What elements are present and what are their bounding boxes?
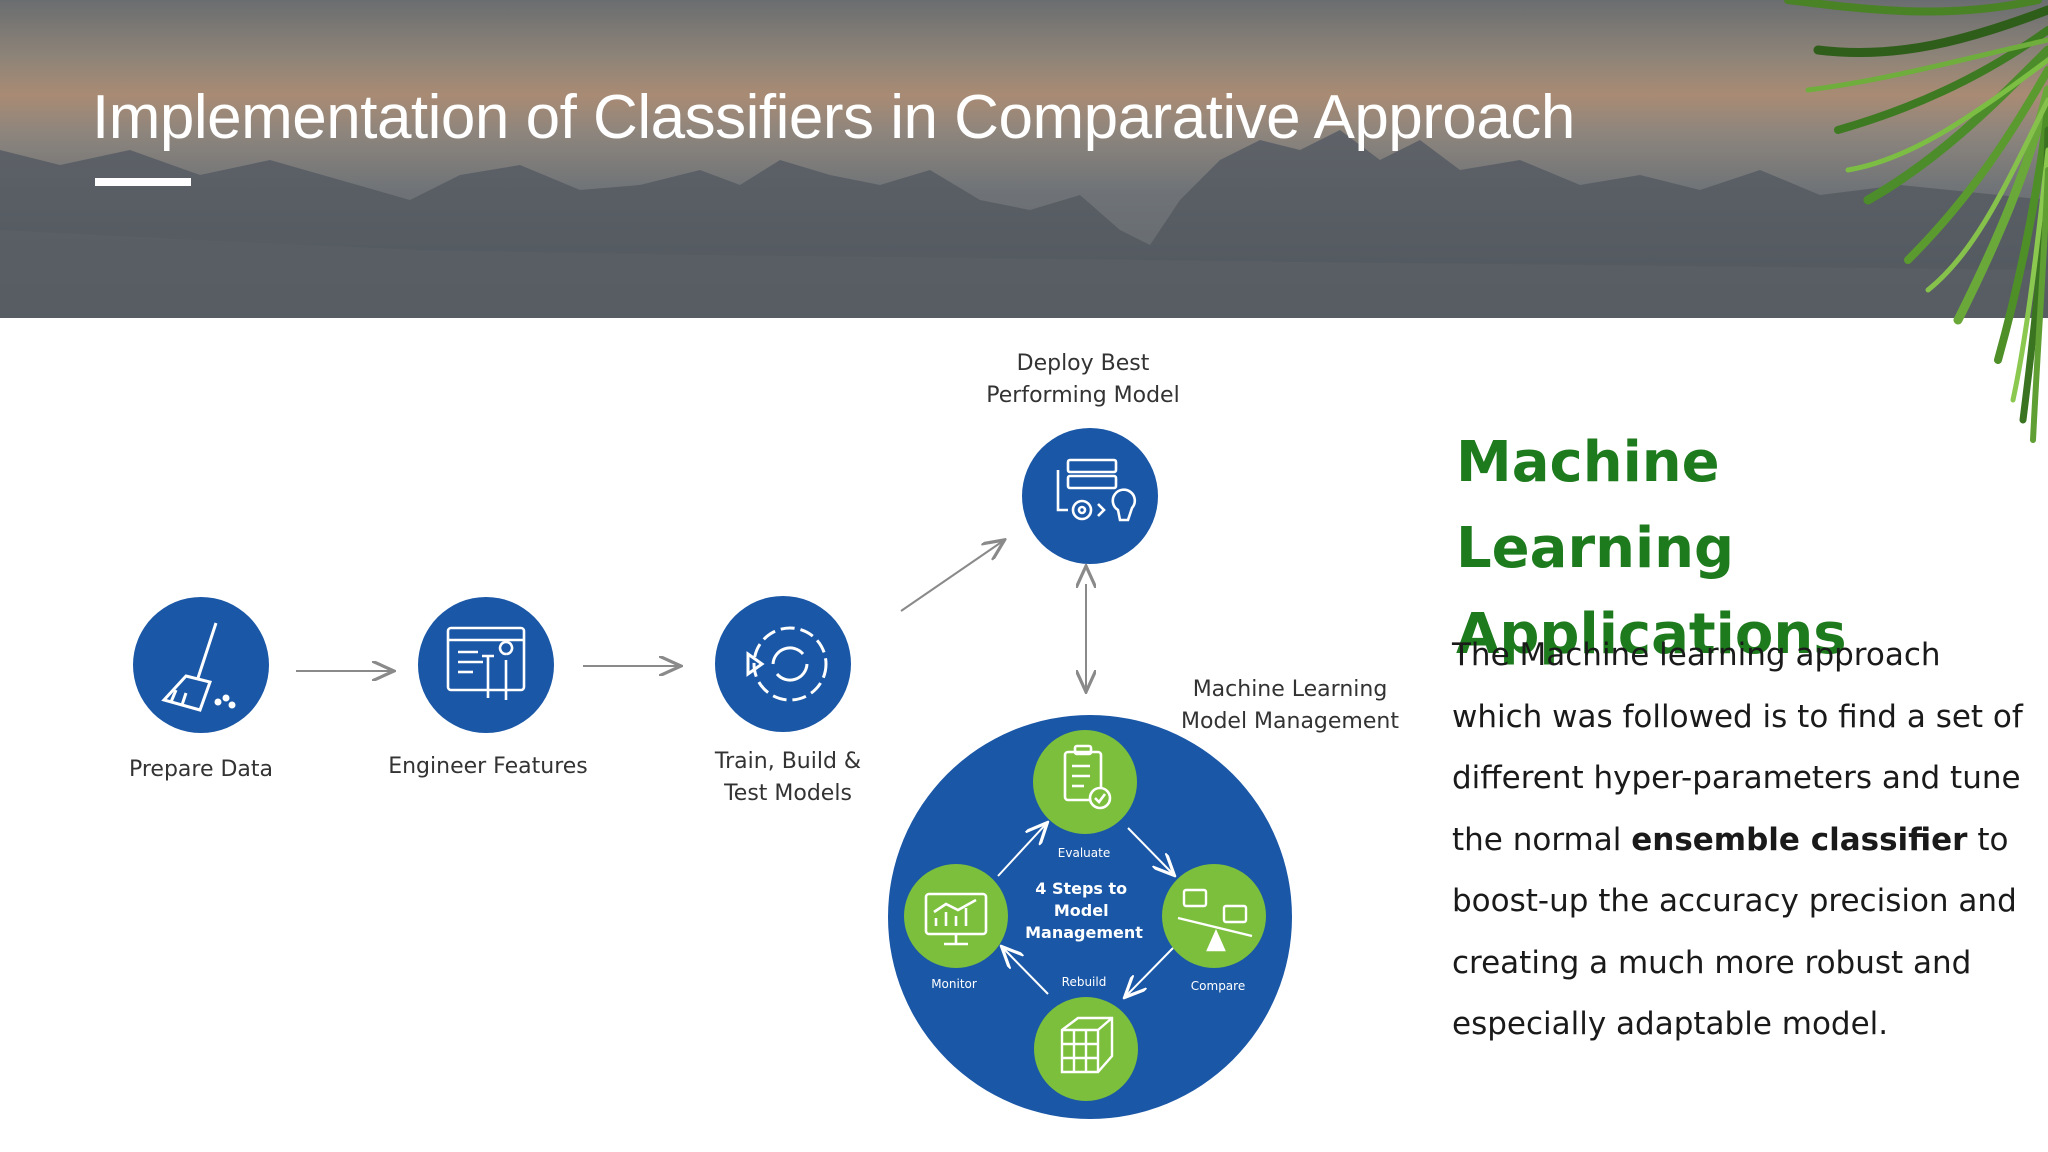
center-text-line2: Model: [1054, 901, 1109, 920]
management-center-text: 4 Steps to Model Management: [1025, 879, 1143, 942]
monitor-node: [904, 864, 1008, 968]
ml-workflow-diagram: Evaluate Compare Rebuild Monitor 4 Steps…: [78, 338, 1413, 1138]
label-deploy-line1: Deploy Best: [1016, 351, 1150, 376]
label-model-management: Machine Learning Model Management: [1170, 674, 1410, 738]
center-text-line1: 4 Steps to: [1035, 879, 1127, 898]
broom-icon: [161, 622, 236, 712]
cycle-label-evaluate: Evaluate: [1058, 846, 1110, 860]
deploy-server-icon: [1056, 458, 1137, 522]
label-train-models: Train, Build & Test Models: [683, 746, 893, 810]
side-heading-line2: Applications: [1456, 602, 1847, 667]
header-banner: Implementation of Classifiers in Compara…: [0, 0, 2048, 318]
mountain-background: [0, 130, 2048, 318]
label-deploy: Deploy Best Performing Model: [958, 348, 1208, 412]
cycle-label-compare: Compare: [1191, 979, 1245, 993]
label-train-line2: Test Models: [724, 781, 852, 806]
label-management-line1: Machine Learning: [1192, 677, 1388, 702]
train-models-node: [715, 596, 851, 732]
palm-leaves-decoration: [1784, 0, 2048, 443]
label-train-line1: Train, Build &: [714, 749, 862, 774]
model-cycle-icon: [746, 626, 828, 702]
monitor-chart-icon: [924, 892, 988, 946]
evaluate-node: [1033, 730, 1137, 834]
body-text-part2: to boost-up the accuracy precision and c…: [1452, 821, 2017, 1043]
arrow-train-to-deploy: [900, 541, 1003, 612]
label-prepare-data: Prepare Data: [128, 757, 274, 782]
cycle-label-rebuild: Rebuild: [1062, 975, 1107, 989]
compare-node: [1162, 864, 1266, 968]
slide-title: Implementation of Classifiers in Compara…: [92, 83, 1575, 152]
deploy-node: [1022, 428, 1158, 564]
rebuild-node: [1034, 997, 1138, 1101]
tools-icon: [446, 626, 526, 700]
cycle-label-monitor: Monitor: [931, 977, 977, 991]
clipboard-check-icon: [1063, 744, 1112, 810]
side-heading: Machine Learning Applications: [1456, 420, 2016, 678]
label-deploy-line2: Performing Model: [986, 383, 1180, 408]
label-engineer-features: Engineer Features: [388, 754, 588, 779]
body-text-part1: The Machine learning approach which was …: [1452, 637, 2023, 858]
body-text-bold: ensemble classifier: [1631, 821, 1968, 858]
prepare-data-node: [133, 597, 269, 733]
engineer-features-node: [418, 597, 554, 733]
title-underline: [95, 178, 191, 186]
label-management-line2: Model Management: [1181, 709, 1399, 734]
diagram-graphics: Evaluate Compare Rebuild Monitor 4 Steps…: [133, 428, 1292, 1119]
cube-grid-icon: [1060, 1016, 1114, 1074]
balance-scale-icon: [1177, 888, 1253, 952]
side-heading-line1: Machine Learning: [1456, 430, 1735, 581]
center-text-line3: Management: [1025, 923, 1143, 942]
model-management-cycle: Evaluate Compare Rebuild Monitor 4 Steps…: [888, 715, 1292, 1119]
side-body-text: The Machine learning approach which was …: [1452, 625, 2032, 1056]
